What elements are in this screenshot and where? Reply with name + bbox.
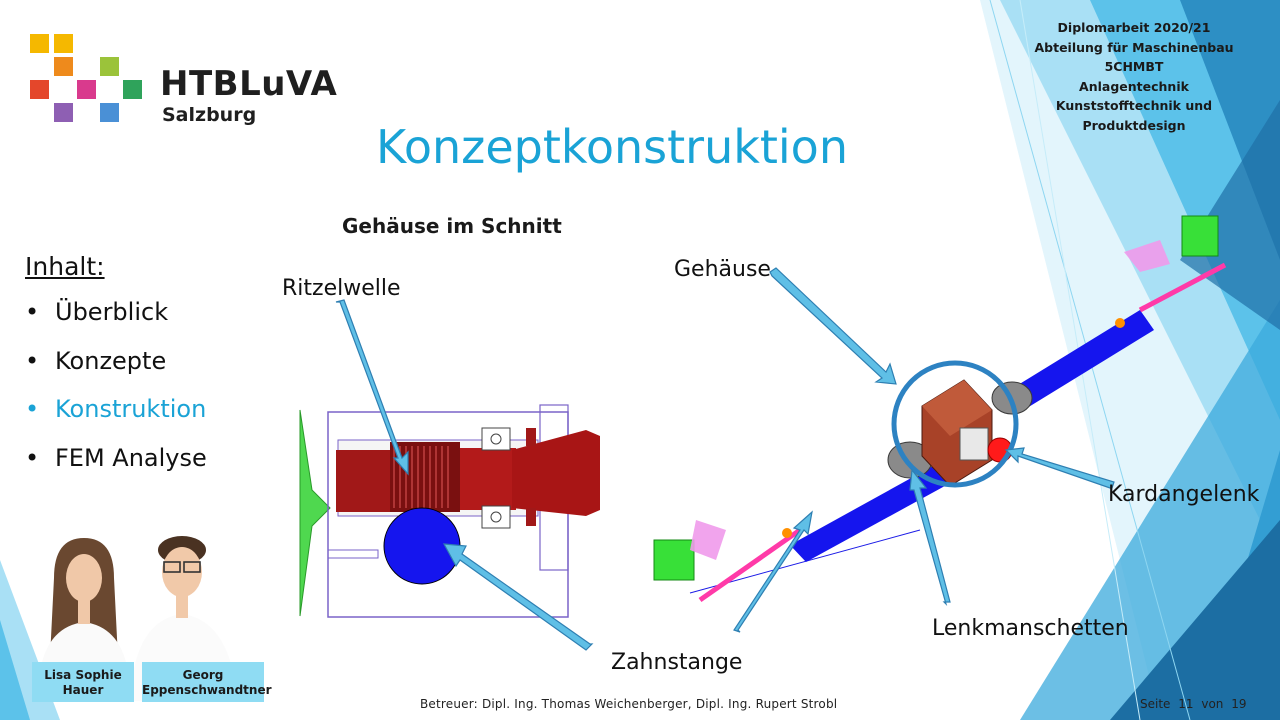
logo-square bbox=[54, 103, 73, 122]
bullet-icon: • bbox=[25, 443, 40, 472]
toc-item[interactable]: • Überblick bbox=[25, 298, 207, 347]
logo-square bbox=[123, 80, 142, 99]
nametag-lisa: Lisa Sophie Hauer bbox=[32, 662, 134, 702]
page-of-label: von bbox=[1201, 697, 1224, 711]
toc-list: • Überblick • Konzepte • Konstruktion • FEM … bbox=[25, 298, 207, 492]
label-ritzelwelle: Ritzelwelle bbox=[282, 276, 401, 301]
thesis-header: Diplomarbeit 2020/21 Abteilung für Masch… bbox=[1004, 18, 1264, 135]
logo-square bbox=[100, 103, 119, 122]
logo-square bbox=[54, 57, 73, 76]
housing-section-drawing bbox=[299, 404, 600, 618]
nametag-georg: Georg Eppenschwandtner bbox=[142, 662, 272, 702]
label-kardangelenk: Kardangelenk bbox=[1108, 482, 1260, 507]
toc-heading: Inhalt: bbox=[25, 252, 105, 281]
label-lenkmanschetten: Lenkmanschetten bbox=[932, 616, 1129, 641]
bullet-icon: • bbox=[25, 395, 40, 423]
logo-square bbox=[30, 80, 49, 99]
toc-item-label: Überblick bbox=[55, 298, 169, 326]
page-indicator: Seite 11 von 19 bbox=[1140, 697, 1251, 711]
logo-square bbox=[100, 57, 119, 76]
logo-square bbox=[54, 34, 73, 53]
photo-lisa-hauer bbox=[38, 538, 130, 698]
header-line: Kunststofftechnik und Produktdesign bbox=[1055, 98, 1213, 133]
toc-item-label: FEM Analyse bbox=[55, 443, 207, 472]
toc-item[interactable]: • FEM Analyse bbox=[25, 444, 207, 493]
header-line: 5CHMBT bbox=[1104, 59, 1164, 74]
toc-item[interactable]: • Konzepte bbox=[25, 347, 207, 396]
logo-name: HTBLuVA bbox=[160, 64, 338, 104]
header-line: Anlagentechnik bbox=[1079, 78, 1189, 94]
toc-item-active[interactable]: • Konstruktion bbox=[25, 395, 207, 444]
nametag-line: Hauer bbox=[62, 683, 104, 697]
page-label: Seite bbox=[1140, 697, 1171, 711]
nametag-line: Eppenschwandtner bbox=[142, 683, 272, 697]
toc-item-label: Konzepte bbox=[55, 346, 167, 375]
logo-square bbox=[77, 80, 96, 99]
bullet-icon: • bbox=[25, 298, 40, 326]
highlight-circle bbox=[891, 360, 1019, 488]
steering-assembly-drawing bbox=[653, 215, 1227, 603]
toc-item-label: Konstruktion bbox=[55, 395, 207, 423]
page-number: 11 bbox=[1178, 697, 1194, 711]
nametag-line: Lisa Sophie bbox=[44, 668, 122, 682]
label-zahnstange: Zahnstange bbox=[611, 650, 743, 675]
nametag-line: Georg bbox=[182, 668, 224, 682]
page-total: 19 bbox=[1231, 697, 1247, 711]
bullet-icon: • bbox=[25, 346, 40, 375]
header-line: Abteilung für Maschinenbau bbox=[1034, 39, 1234, 55]
slide-title: Konzeptkonstruktion bbox=[376, 120, 848, 174]
footer-supervisors: Betreuer: Dipl. Ing. Thomas Weichenberge… bbox=[420, 697, 838, 711]
logo-square bbox=[30, 34, 49, 53]
section-subtitle: Gehäuse im Schnitt bbox=[342, 214, 562, 238]
header-line: Diplomarbeit 2020/21 bbox=[1057, 20, 1211, 35]
logo-city: Salzburg bbox=[162, 104, 257, 126]
label-gehaeuse: Gehäuse bbox=[674, 257, 771, 282]
